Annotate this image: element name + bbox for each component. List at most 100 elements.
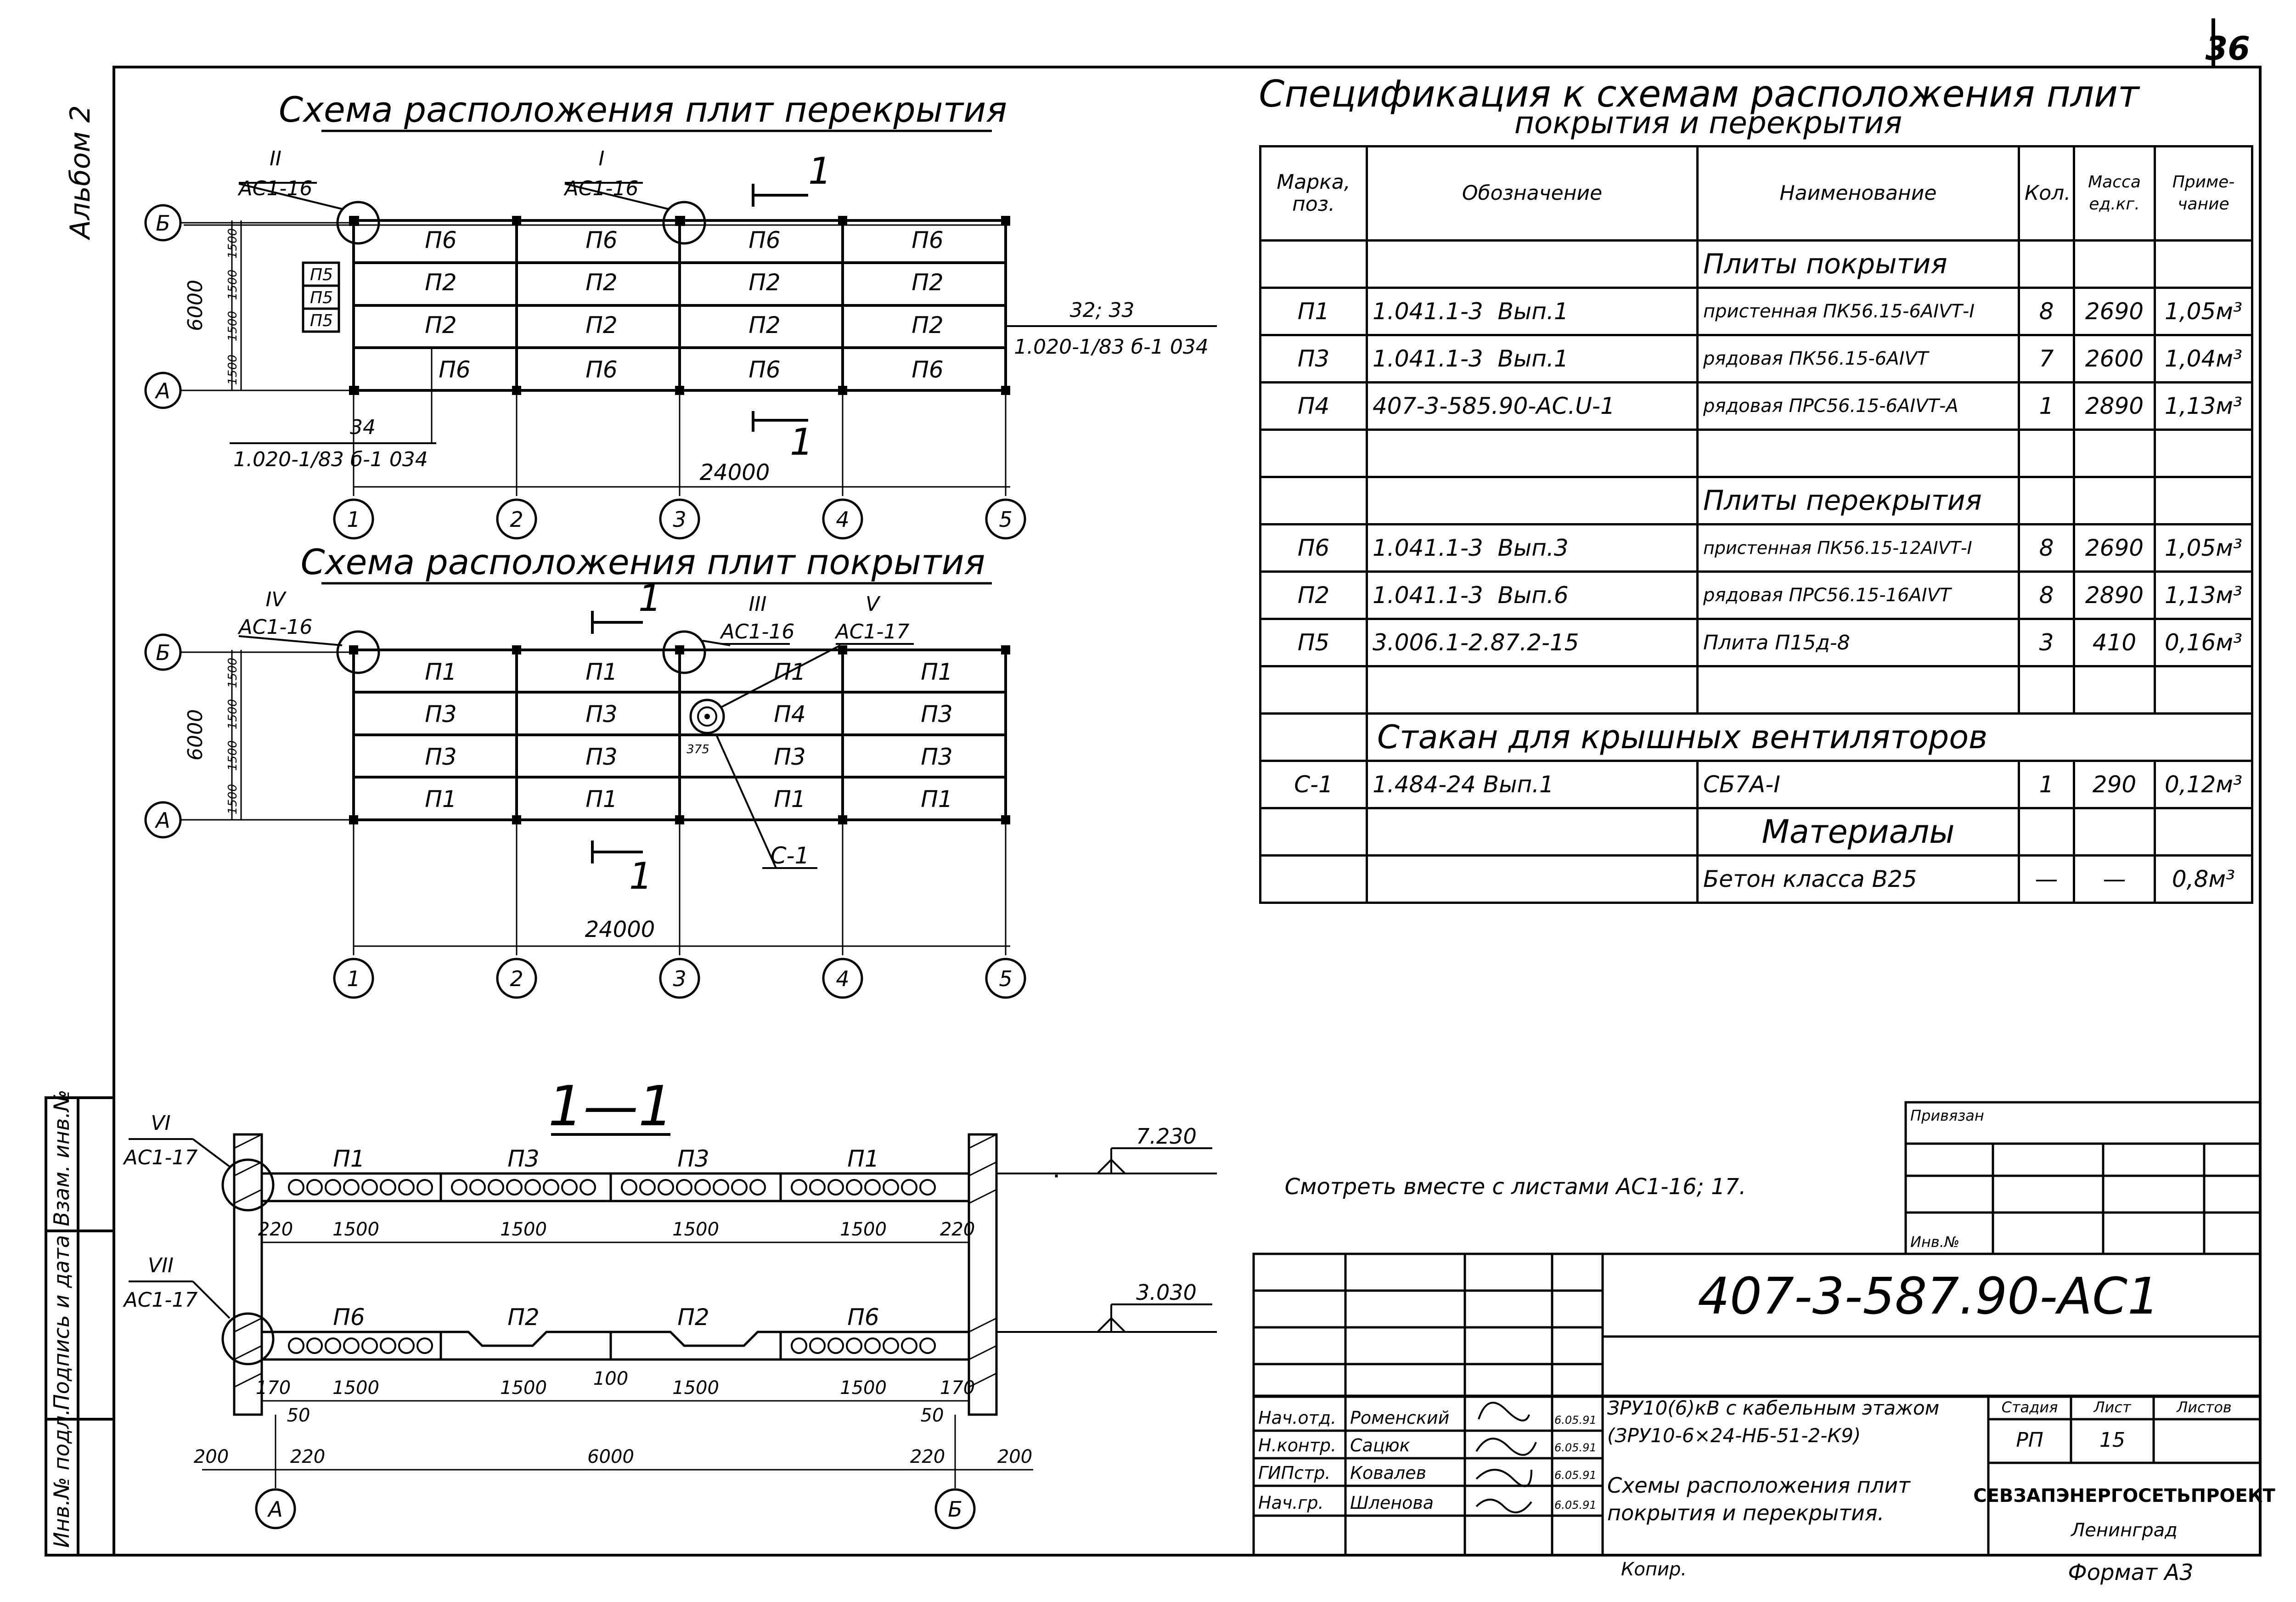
- copied: Копир.: [1621, 1559, 1687, 1580]
- slab-label: П1: [333, 1145, 365, 1172]
- table-row: П4 407-3-585.90-АС.U-1 рядовая ПРС56.15-…: [1259, 381, 2253, 431]
- ref-num: VI: [151, 1111, 170, 1135]
- dim-label: 1500: [840, 1377, 887, 1399]
- table-row: Материалы: [1259, 807, 2253, 857]
- axis-label: 1: [347, 966, 360, 991]
- cell-note: 0,12м³: [2154, 760, 2253, 809]
- cell-note: 0,16м³: [2154, 618, 2253, 667]
- axis-label: 1: [347, 507, 360, 532]
- col-header: Масса ед.кг.: [2073, 145, 2156, 242]
- side-strip-label-3: Инв.№ подл.: [49, 1409, 74, 1548]
- dim-span: 24000: [585, 917, 655, 942]
- cell-mark: П3: [1259, 334, 1368, 384]
- stamp-role: Н.контр.: [1258, 1435, 1336, 1455]
- p5-label: П5: [310, 265, 333, 284]
- cell-note: 1,13м³: [2154, 570, 2253, 620]
- signature-icon: [1475, 1402, 1537, 1513]
- dim-label: 1500: [500, 1377, 547, 1399]
- col-header: Кол.: [2018, 145, 2075, 242]
- slab-label: П6: [585, 227, 617, 254]
- slab-label: П3: [921, 744, 952, 770]
- stamp-name: Ковалев: [1350, 1463, 1426, 1483]
- cut-label: 1: [808, 150, 832, 192]
- cell-mark: П1: [1259, 287, 1368, 336]
- see-also-note: Смотреть вместе с листами АС1-16; 17.: [1285, 1174, 1746, 1200]
- dim-small: 1500: [226, 311, 240, 341]
- stamp-date: 6.05.91: [1554, 1441, 1597, 1454]
- dim-label: 220: [910, 1446, 945, 1467]
- slab-label: П2: [912, 312, 943, 338]
- axis-label: 2: [510, 507, 523, 532]
- p5-label: П5: [310, 288, 333, 307]
- plan-upper-title: Схема расположения плит перекрытия: [279, 89, 1007, 130]
- group-title: Стакан для крышных вентиляторов: [1366, 712, 2253, 762]
- side-strip-label-2: Подпись и дата: [49, 1235, 74, 1410]
- plan-upper: Схема расположения плит перекрытия П6 П6…: [144, 89, 1217, 540]
- cell-name: СБ7А-I: [1696, 760, 2020, 809]
- dim-label: 100: [593, 1368, 628, 1389]
- group-title: Плиты перекрытия: [1696, 476, 2020, 525]
- cell-qty: 8: [2018, 570, 2075, 620]
- cell-code: 3.006.1-2.87.2-15: [1366, 618, 1699, 667]
- dim-label: 170: [940, 1377, 975, 1399]
- slab-label: П3: [921, 701, 952, 728]
- col-header: Обозначение: [1366, 145, 1699, 242]
- cell-mark: П5: [1259, 618, 1368, 667]
- stamp-privyazan: Привязан: [1910, 1107, 1984, 1124]
- dim-height: 6000: [184, 709, 207, 761]
- slab-label: П2: [748, 269, 780, 296]
- ref-sheet: АС1-16: [563, 177, 639, 200]
- axis-label: 3: [673, 966, 686, 991]
- dim-label: 50: [287, 1405, 310, 1426]
- dim-height: 6000: [184, 280, 207, 331]
- dim-small: 1500: [226, 228, 240, 259]
- slab-label: П4: [774, 701, 805, 728]
- slab-label: П3: [425, 744, 456, 770]
- cell-mass: 290: [2073, 760, 2156, 809]
- dim-label: 6000: [587, 1446, 634, 1467]
- axis-label: 4: [836, 966, 849, 991]
- slab-label: П6: [748, 227, 780, 254]
- ref-num: V: [866, 592, 881, 616]
- cell-code: 1.041.1-3 Вып.1: [1366, 334, 1699, 384]
- organization: СЕВЗАПЭНЕРГОСЕТЬПРОЕКТ: [1973, 1485, 2275, 1506]
- sheet-title-2: покрытия и перекрытия.: [1607, 1500, 1884, 1525]
- table-row: Плиты покрытия: [1259, 239, 2253, 289]
- cell-qty: 3: [2018, 618, 2075, 667]
- slab-label: П6: [912, 356, 943, 383]
- side-strip-label-1: Взам. инв.№: [49, 1089, 74, 1226]
- cell-mark: П2: [1259, 570, 1368, 620]
- dim-label: 1500: [840, 1219, 887, 1240]
- ref-num: I: [599, 147, 605, 170]
- ref-sheet: АС1-16: [720, 620, 795, 643]
- spec-title: покрытия и перекрытия: [1514, 105, 1902, 141]
- slab-label: П2: [425, 312, 456, 338]
- cell-qty: 1: [2018, 760, 2075, 809]
- stamp-date: 6.05.91: [1554, 1469, 1597, 1482]
- cell-code: 1.041.1-3 Вып.3: [1366, 523, 1699, 573]
- cell-qty: —: [2018, 854, 2075, 904]
- slab-label: П6: [847, 1304, 879, 1331]
- dim-small: 1500: [226, 699, 240, 729]
- dim-small: 1500: [226, 270, 240, 300]
- slab-label: П2: [912, 269, 943, 296]
- slab-label: П6: [912, 227, 943, 254]
- plan-lower: Схема расположения плит покрытия П1 П1 П…: [144, 542, 1026, 999]
- sheet-frame: [113, 66, 2262, 1557]
- elevation-top: 7.230: [1136, 1124, 1197, 1149]
- slab-label: П1: [774, 786, 805, 812]
- dim-label: 1500: [672, 1377, 719, 1399]
- slab-label: П1: [585, 786, 617, 812]
- dim-small: 1500: [226, 740, 240, 771]
- dim-small: 1500: [226, 784, 240, 814]
- cell-qty: 8: [2018, 523, 2075, 573]
- spec-title: Спецификация к схемам расположения плит: [1259, 73, 2140, 115]
- table-row: С-1 1.484-24 Вып.1 СБ7А-I 1 290 0,12м³: [1259, 760, 2253, 809]
- cell-qty: 8: [2018, 287, 2075, 336]
- dim-label: 1500: [500, 1219, 547, 1240]
- ref-sheet: АС1-16: [237, 615, 313, 639]
- note: 1.020-1/83 б-1 034: [1014, 335, 1209, 359]
- ref-sheet: АС1-17: [123, 1146, 198, 1169]
- ref-num: VII: [148, 1254, 174, 1277]
